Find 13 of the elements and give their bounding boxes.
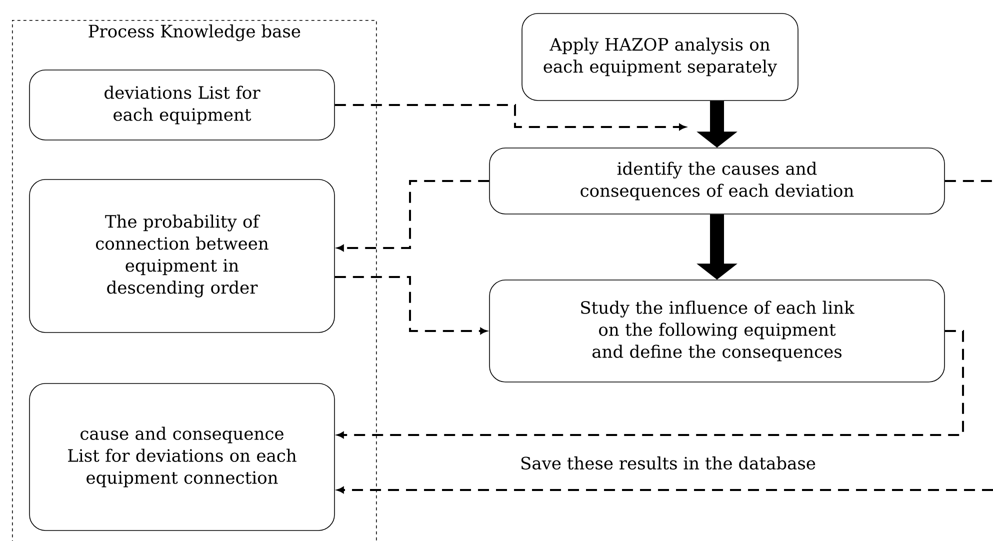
process-box: identify the causes and consequences of each deviation [489,148,945,214]
dashed-arrow [337,180,490,252]
dashed-arrow [337,330,964,438]
dashed-arrow [337,486,993,494]
edge-label: Save these results in the database [519,455,817,471]
process-box: Apply HAZOP analysis on each equipment separately [522,13,798,101]
dashed-arrow [334,276,487,334]
dashed-arrow [334,104,686,130]
dashed-line [944,180,993,182]
process-box: Study the influence of each link on the following equipment and define the consequences [489,280,945,382]
process-box: deviations List for each equipment [29,70,335,140]
process-box: The probability of connection between equipment in descending order [29,179,335,333]
process-box: cause and consequence List for deviations on each equipment connection [29,383,335,531]
